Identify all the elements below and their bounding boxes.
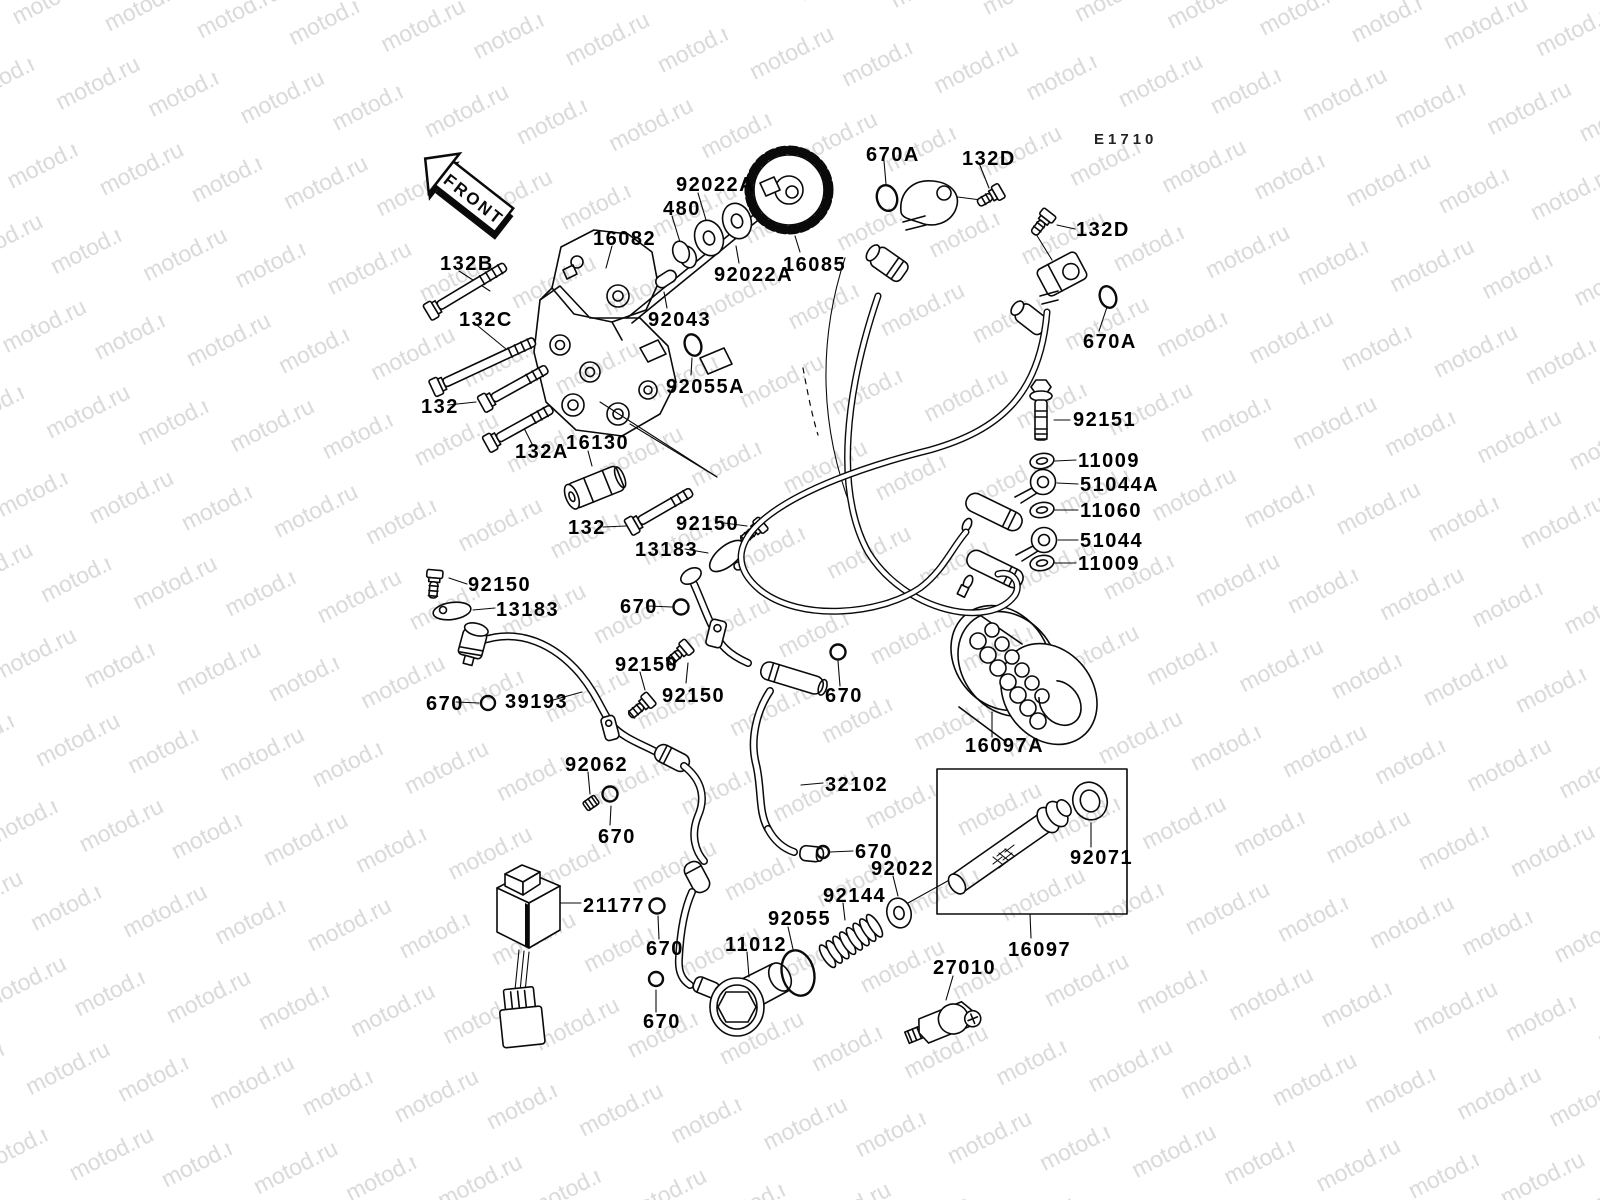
bolt-132d-1 (976, 183, 1006, 207)
collar-480 (671, 240, 698, 269)
part-label-480-5: 480 (663, 198, 701, 220)
part-label-132a-14: 132A (515, 441, 569, 463)
part-label-670-37: 670 (855, 841, 893, 863)
part-label-21177-30: 21177 (583, 895, 646, 917)
washer-92022a-2 (721, 202, 753, 240)
part-label-132-16: 132 (568, 517, 606, 539)
bolt-132-left (476, 364, 549, 413)
bolt-132d-2 (1030, 207, 1057, 236)
relay-connector (498, 985, 546, 1049)
part-label-670-26: 670 (825, 685, 863, 707)
part-label-92150-17: 92150 (676, 513, 740, 535)
part-label-51044-46: 51044 (1080, 530, 1144, 552)
oil-pipe-39193 (457, 622, 724, 1000)
part-label-11009-43: 11009 (1078, 450, 1141, 472)
strainer-box-16097 (936, 768, 1128, 915)
part-label-16085-8: 16085 (783, 254, 847, 276)
pump-gear-16085 (744, 145, 834, 235)
part-label-92150-19: 92150 (468, 574, 532, 596)
bolt-132b (422, 262, 508, 321)
oring-670a-1 (875, 183, 899, 213)
part-label-670-31: 670 (646, 938, 684, 960)
oil-pump-body (533, 229, 733, 437)
bolt-132a (481, 404, 554, 453)
part-label-92043-9: 92043 (648, 309, 712, 331)
part-label-27010-41: 27010 (933, 957, 997, 979)
bolt-92150-3 (665, 638, 695, 666)
bolt-92150-4 (627, 691, 657, 719)
fitting-top-left (865, 180, 959, 283)
banjo-bolt-92151 (1029, 379, 1053, 441)
washer-11009-top (1029, 452, 1055, 470)
part-label-132-13: 132 (421, 396, 459, 418)
crankcase-arc (802, 257, 857, 521)
relay-wires (514, 949, 530, 993)
part-label-39193-25: 39193 (505, 691, 569, 713)
part-label-132b-11: 132B (440, 253, 494, 275)
bolt-132c (428, 337, 537, 398)
part-label-92062-28: 92062 (565, 754, 629, 776)
part-label-92055-34: 92055 (768, 908, 832, 930)
diagram-code-label: E1710 (1094, 131, 1158, 148)
part-label-132c-12: 132C (459, 309, 513, 331)
washer-11009-bottom (1029, 554, 1055, 572)
part-label-670-21: 670 (620, 596, 658, 618)
part-label-51044a-44: 51044A (1080, 474, 1160, 496)
oring-92055 (780, 949, 816, 997)
part-label-670a-0: 670A (866, 144, 920, 166)
part-label-11009-47: 11009 (1078, 553, 1141, 575)
part-label-132d-2: 132D (1076, 219, 1130, 241)
bolt-92150-2 (425, 568, 444, 599)
washer-92022 (885, 897, 913, 929)
part-label-13183-20: 13183 (496, 599, 560, 621)
part-label-92055a-10: 92055A (666, 376, 746, 398)
part-label-670-29: 670 (598, 826, 636, 848)
part-label-92144-35: 92144 (823, 885, 887, 907)
part-label-92022a-7: 92022A (714, 264, 794, 286)
part-label-11060-45: 11060 (1080, 500, 1143, 522)
bolt-132-center (623, 487, 694, 536)
oring-92055a (683, 333, 703, 357)
part-label-16097a-40: 16097A (965, 735, 1045, 757)
part-label-92022a-4: 92022A (676, 174, 756, 196)
part-label-13183-18: 13183 (635, 539, 699, 561)
part-label-16082-6: 16082 (593, 228, 657, 250)
part-label-92151-42: 92151 (1073, 409, 1137, 431)
banjo-51044 (956, 526, 1058, 599)
banjo-51044a (961, 468, 1057, 533)
part-label-670a-3: 670A (1083, 331, 1137, 353)
oil-pipe-32102 (680, 567, 828, 863)
oil-filter-16097a (950, 604, 1098, 746)
oring-670a-2 (1098, 285, 1118, 309)
part-label-16097-38: 16097 (1008, 939, 1072, 961)
plate-13183-2 (432, 601, 472, 621)
part-label-92071-39: 92071 (1070, 847, 1134, 869)
pipe-bracket-32102 (705, 618, 728, 649)
part-label-16130-15: 16130 (566, 432, 630, 454)
fitting-top-right (1010, 251, 1088, 336)
ring-92071 (1071, 781, 1109, 821)
oil-hoses (737, 292, 1051, 617)
part-label-670-24: 670 (426, 693, 464, 715)
part-label-132d-1: 132D (962, 148, 1016, 170)
fitting-16130 (563, 465, 627, 510)
part-label-92022-36: 92022 (871, 858, 935, 880)
part-label-32102-27: 32102 (825, 774, 889, 796)
spring-92144 (818, 913, 884, 969)
part-label-670-32: 670 (643, 1011, 681, 1033)
part-label-11012-33: 11012 (725, 934, 788, 956)
screw-92062 (582, 794, 600, 812)
part-label-92150-23: 92150 (662, 685, 726, 707)
part-label-92150-22: 92150 (615, 654, 679, 676)
washer-92022a-1 (693, 219, 725, 257)
pin-92043 (655, 269, 677, 289)
relay-21177 (496, 864, 561, 949)
pressure-switch-27010 (904, 1000, 982, 1045)
orings-670 (479, 598, 847, 988)
pipe-bracket-39193 (600, 714, 620, 742)
washer-11060 (1029, 501, 1055, 519)
